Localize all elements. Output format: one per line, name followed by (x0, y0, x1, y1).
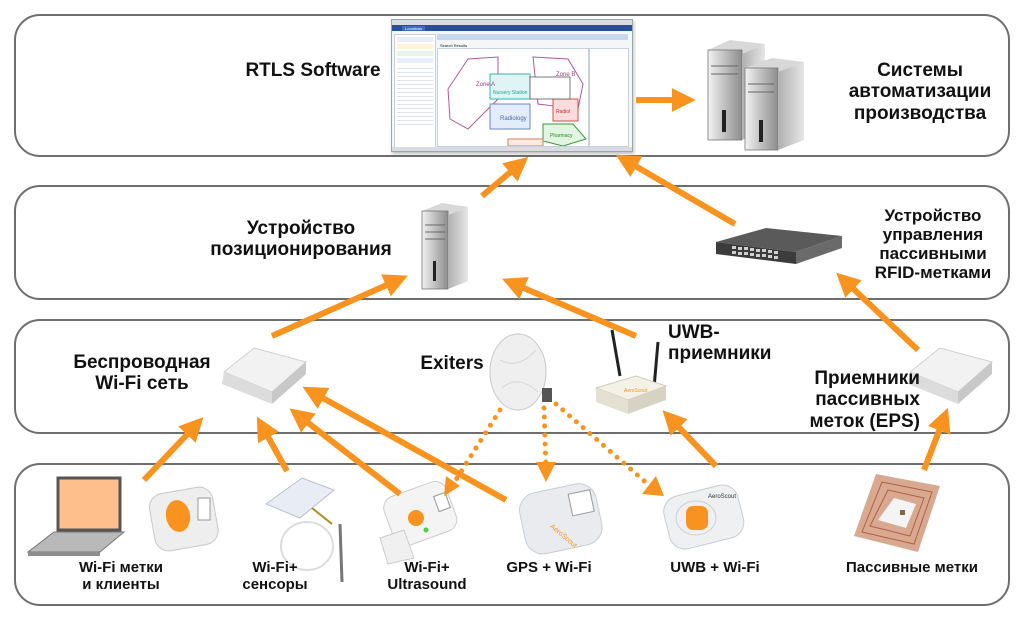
exciter-antenna-icon (489, 333, 552, 411)
gps-tag-icon: AeroScout (519, 483, 603, 555)
wifi-tag-icon (148, 486, 219, 552)
app-tabbar: Locations (392, 25, 632, 31)
brand-logo: AeroScout (708, 494, 736, 500)
erp-systems-label: Системы автоматизации производства (848, 60, 992, 124)
dotted-arrowhead (642, 476, 664, 496)
arrow-wifi-to-positioning (270, 274, 408, 339)
dotted-arrow-exciter-to-gps (541, 405, 549, 473)
passive-rfid-tag-icon (854, 474, 940, 552)
uwb-tag-icon: AeroScout (663, 484, 745, 550)
positioning-device-label: Устройство позиционирования (210, 218, 392, 261)
eps-receiver-icon (908, 347, 994, 404)
wifi-network-label: Беспроводная Wi-Fi сеть (73, 352, 211, 395)
arrow-eps-to-rfid-controller (836, 272, 921, 353)
rfid-controller-label: Устройство управления пассивными RFID-ме… (874, 206, 992, 283)
arrow-positioning-to-software (480, 157, 529, 199)
bottom-item-label: Wi-Fi+ сенсоры (242, 559, 308, 593)
rtls-software-screenshot: Locations Search Results Zone A Nursery … (391, 19, 633, 152)
floor-map: Zone A Nursery Station Zone B Radiology … (437, 48, 589, 147)
search-results-header: Search Results (437, 34, 628, 48)
details-panel (589, 48, 629, 147)
zone-label: Pharmacy (550, 133, 573, 139)
arrow-ultrasound-to-wifi (289, 408, 402, 497)
arrow-sensor-to-wifi (256, 416, 290, 473)
positioning-server-icon (421, 203, 468, 290)
rfid-controller-switch-icon (716, 228, 842, 264)
arrow-gps-to-wifi (302, 386, 508, 503)
tab-locations[interactable]: Locations (402, 25, 426, 31)
arrow-uwb-tag-to-uwb-receiver (662, 410, 719, 469)
dotted-arrowhead (536, 462, 556, 482)
bottom-item-label: Wi-Fi+ Ultrasound (387, 559, 467, 593)
exciters-label: Exiters (420, 353, 484, 374)
app-statusbar (392, 147, 632, 151)
bottom-item-label: Пассивные метки (846, 559, 978, 576)
sidebar-item[interactable] (397, 51, 433, 56)
app-titlebar (392, 20, 632, 25)
uwb-receivers-label: UWB- приемники (668, 322, 772, 365)
wifi-ultrasound-tag-icon (379, 480, 458, 565)
sidebar-item[interactable] (397, 37, 433, 42)
zone-label: Radiology (500, 116, 527, 122)
dotted-arrow-exciter-to-ultrasound (449, 407, 503, 489)
app-sidebar (394, 34, 436, 148)
zone-label: Zone B (556, 72, 575, 78)
zone-label: Zone A (476, 82, 495, 88)
dotted-arrow-exciter-to-uwb-tag (553, 401, 653, 489)
zone-label: Nursery Station (493, 90, 528, 96)
arrow-passive-tag-to-eps (921, 407, 951, 472)
brand-logo: AeroScout (624, 388, 648, 394)
arrow-laptop-to-wifi (141, 417, 204, 483)
zone-label: Radiol (556, 109, 570, 115)
arrow-uwb-to-positioning (502, 277, 638, 339)
category-list (397, 65, 433, 127)
erp-servers-icon (707, 40, 804, 151)
laptop-icon (26, 476, 126, 556)
uwb-receiver-icon: AeroScout (594, 329, 668, 414)
bottom-item-label: Wi-Fi метки и клиенты (78, 559, 163, 593)
dotted-arrowhead (444, 476, 460, 496)
arrow-rfid-controller-to-software (615, 154, 737, 227)
eps-receivers-label: Приемники пассивных меток (EPS) (809, 368, 921, 432)
wifi-access-point-icon (222, 347, 308, 404)
sidebar-item[interactable] (397, 58, 433, 63)
bottom-item-label: UWB + Wi-Fi (670, 559, 760, 576)
sidebar-item[interactable] (397, 44, 433, 49)
wifi-sensor-icon (264, 477, 344, 583)
floor-plan-drawing: Zone A Nursery Station Zone B Radiology … (447, 56, 587, 147)
rtls-software-label: RTLS Software (245, 60, 381, 81)
bottom-item-label: GPS + Wi-Fi (506, 559, 592, 576)
